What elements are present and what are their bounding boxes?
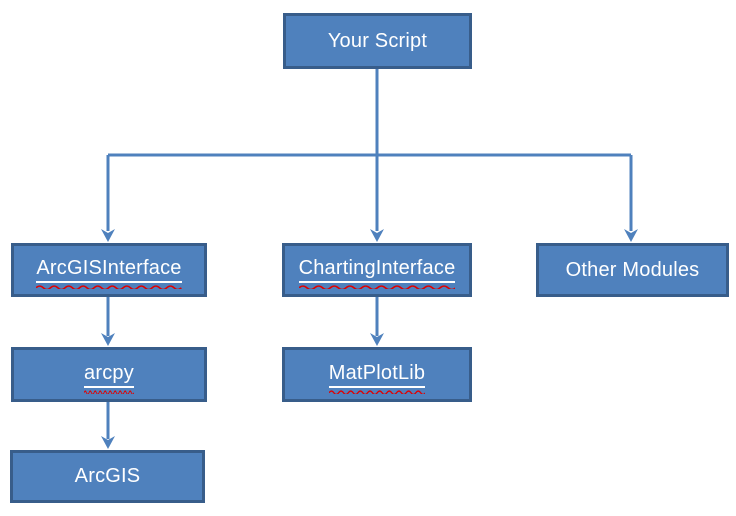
- node-matplotlib-label-wrap: MatPlotLib: [328, 362, 426, 394]
- node-charting-interface: ChartingInterface: [282, 243, 472, 297]
- node-arcpy-label: arcpy: [84, 362, 134, 388]
- node-arcgis-label: ArcGIS: [74, 465, 141, 487]
- node-matplotlib-label: MatPlotLib: [328, 362, 426, 388]
- node-other-modules-label: Other Modules: [565, 258, 700, 281]
- node-arcgis-interface-label-wrap: ArcGISInterface: [36, 257, 182, 289]
- node-arcgis: ArcGIS: [10, 450, 205, 503]
- arrowhead-arcpy: [101, 333, 115, 346]
- arrowhead-charting-interface: [370, 229, 384, 242]
- node-other-modules: Other Modules: [536, 243, 729, 297]
- arrowhead-arcgis-interface: [101, 229, 115, 242]
- node-matplotlib: MatPlotLib: [282, 347, 472, 402]
- node-arcpy: arcpy: [11, 347, 207, 402]
- node-arcpy-label-wrap: arcpy: [84, 362, 134, 394]
- node-charting-interface-label: ChartingInterface: [298, 257, 456, 283]
- arrowhead-arcgis: [101, 436, 115, 449]
- node-arcgis-label-wrap: ArcGIS: [75, 465, 141, 488]
- node-other-modules-label-wrap: Other Modules: [566, 259, 700, 282]
- node-your-script-label: Your Script: [327, 29, 428, 52]
- arrowhead-matplotlib: [370, 333, 384, 346]
- spellcheck-squiggle-icon: [84, 389, 134, 394]
- node-arcgis-interface-label: ArcGISInterface: [36, 257, 182, 283]
- node-charting-interface-label-wrap: ChartingInterface: [298, 257, 456, 289]
- spellcheck-squiggle-icon: [36, 285, 182, 289]
- node-your-script: Your Script: [283, 13, 472, 69]
- arrowhead-other-modules: [624, 229, 638, 242]
- node-your-script-label-wrap: Your Script: [328, 30, 427, 53]
- spellcheck-squiggle-icon: [298, 285, 456, 289]
- node-arcgis-interface: ArcGISInterface: [11, 243, 207, 297]
- spellcheck-squiggle-icon: [328, 389, 426, 394]
